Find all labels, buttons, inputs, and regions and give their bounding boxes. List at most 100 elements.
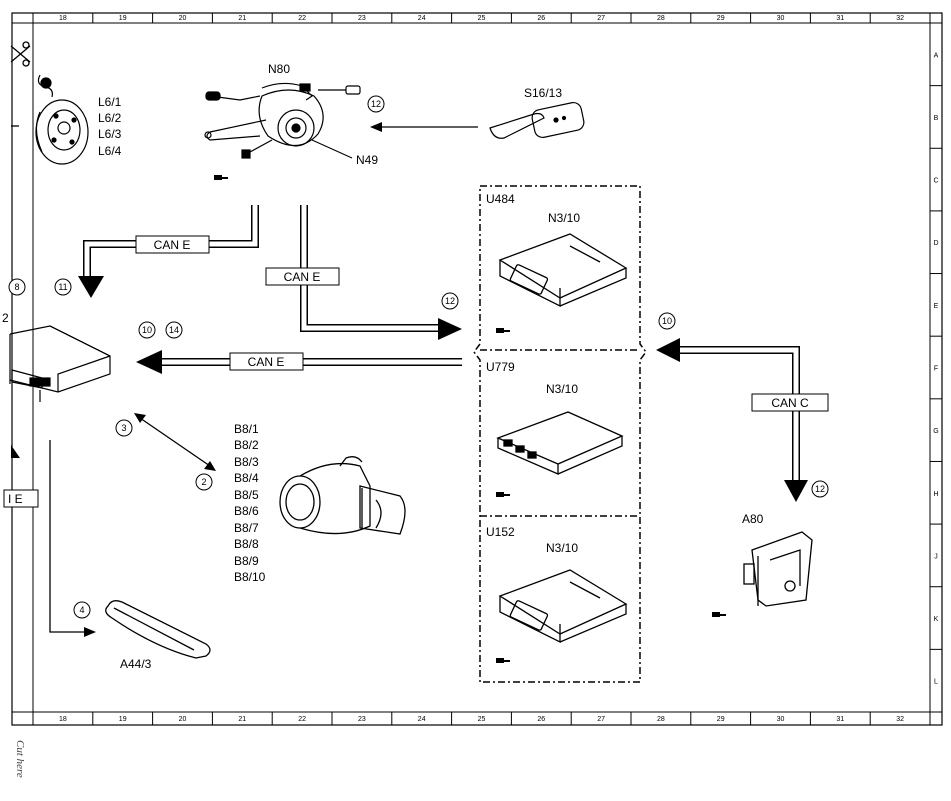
grid-column-label: 28: [657, 716, 665, 723]
grid-row-label: J: [934, 553, 938, 560]
grid-column-label: 26: [537, 716, 545, 723]
grid-column-label: 27: [597, 15, 605, 22]
grid-column-label: 23: [358, 716, 366, 723]
callout-12-right: 12: [811, 480, 829, 498]
can-c-box: [751, 393, 829, 412]
can-e-3-box: [229, 352, 304, 371]
left-control-unit-illustration: [9, 325, 111, 402]
grid-column-label: 26: [537, 15, 545, 22]
label-module-u152: N3/10: [546, 541, 578, 555]
label-n80: N80: [268, 62, 290, 76]
label-a80: A80: [742, 512, 764, 526]
pointer-hand-icon-a80: [712, 612, 726, 617]
grid-column-label: 21: [238, 15, 246, 22]
svg-text:B8/3: B8/3: [234, 455, 259, 469]
link-b8-double-arrow: [139, 417, 211, 467]
arrowhead-b8-a: [134, 413, 146, 423]
grid-row-label: L: [934, 679, 938, 686]
label-left-partial: 2: [2, 311, 9, 325]
cruise-switch-illustration: [489, 101, 585, 139]
grid-column-labels: 1818191920202121222223232424252526262727…: [59, 13, 931, 725]
svg-text:12: 12: [371, 99, 381, 109]
wheel-disc-illustration: [35, 74, 89, 165]
svg-text:10: 10: [662, 316, 672, 326]
parking-sensor-illustration: [279, 456, 406, 535]
grid-column-label: 29: [717, 716, 725, 723]
label-l6-2: L6/2: [98, 111, 122, 125]
grid-row-label: H: [933, 491, 938, 498]
can-e-bus-2-outer: [300, 205, 440, 332]
svg-text:11: 11: [58, 282, 67, 292]
pointer-hand-icon-u152: [496, 658, 510, 663]
grid-column-label: 20: [179, 716, 187, 723]
ecu-u779-illustration: [496, 411, 624, 475]
leader-n49: [311, 139, 353, 159]
svg-text:B8/10: B8/10: [234, 570, 266, 584]
grid-column-label: 24: [418, 716, 426, 723]
link-a44: [49, 440, 92, 633]
svg-text:12: 12: [815, 484, 825, 494]
svg-text:2: 2: [201, 477, 206, 487]
arrowhead-can-c-down: [784, 480, 808, 502]
svg-text:4: 4: [79, 605, 84, 615]
grid-column-label: 31: [836, 15, 844, 22]
cut-here-text: Cut here: [14, 740, 26, 778]
callout-2: 2: [195, 473, 213, 491]
grid-row-label: E: [934, 303, 939, 310]
label-module-u484: N3/10: [548, 211, 580, 225]
svg-text:14: 14: [169, 325, 179, 335]
callout-12-top: 12: [367, 95, 385, 113]
grid-column-label: 18: [59, 15, 67, 22]
label-module-u779: N3/10: [546, 382, 578, 396]
grid-row-label: C: [933, 178, 938, 185]
grid-column-label: 27: [597, 716, 605, 723]
svg-text:B8/5: B8/5: [234, 488, 259, 502]
label-a44-3: A44/3: [120, 657, 152, 671]
label-n49: N49: [356, 153, 378, 167]
callout-14: 14: [165, 321, 183, 339]
ecu-u484-illustration: [498, 233, 628, 308]
small-arrow-left: [11, 445, 20, 458]
b8-label-list: B8/1 B8/2 B8/3 B8/4 B8/5 B8/6 B8/7 B8/8 …: [234, 422, 266, 584]
arrowhead-can-c-left: [656, 338, 680, 362]
label-can-c: CAN C: [771, 396, 809, 410]
grid-column-label: 32: [896, 15, 904, 22]
grid-column-label: 25: [478, 716, 486, 723]
label-variant-u779: U779: [486, 360, 515, 374]
svg-text:B8/8: B8/8: [234, 537, 259, 551]
callout-3: 3: [115, 419, 133, 437]
grid-row-label: G: [933, 428, 938, 435]
scissors-icon: [10, 41, 31, 67]
grid-column-label: 20: [179, 15, 187, 22]
grid-row-label: D: [933, 240, 938, 247]
svg-text:12: 12: [445, 296, 455, 306]
arrowhead-a44: [84, 627, 96, 637]
svg-text:8: 8: [14, 282, 19, 292]
pointer-hand-icon: [214, 175, 228, 180]
label-can-e-2: CAN E: [284, 270, 321, 284]
label-l6-3: L6/3: [98, 127, 122, 141]
grid-column-label: 30: [777, 15, 785, 22]
svg-text:B8/9: B8/9: [234, 554, 259, 568]
callout-8: 8: [8, 278, 26, 296]
arrowhead-can-e-3: [136, 350, 162, 374]
svg-text:10: 10: [142, 325, 152, 335]
grid-row-label: A: [934, 52, 939, 59]
label-l6-4: L6/4: [98, 144, 122, 158]
module-variant-group: [473, 185, 647, 683]
can-c-bus-outer: [676, 346, 800, 482]
grid-row-label: K: [934, 616, 939, 623]
a44-trim-illustration: [105, 600, 211, 659]
label-l6-1: L6/1: [98, 95, 122, 109]
can-e-bus-2-inner: [301, 205, 440, 331]
label-can-e-1: CAN E: [154, 238, 191, 252]
arrowhead-can-e-2: [438, 318, 462, 340]
svg-text:B8/1: B8/1: [234, 422, 259, 436]
grid-column-label: 32: [896, 716, 904, 723]
svg-text:B8/4: B8/4: [234, 471, 259, 485]
svg-text:B8/7: B8/7: [234, 521, 259, 535]
grid-column-label: 30: [777, 716, 785, 723]
callout-12-mid: 12: [441, 292, 459, 310]
